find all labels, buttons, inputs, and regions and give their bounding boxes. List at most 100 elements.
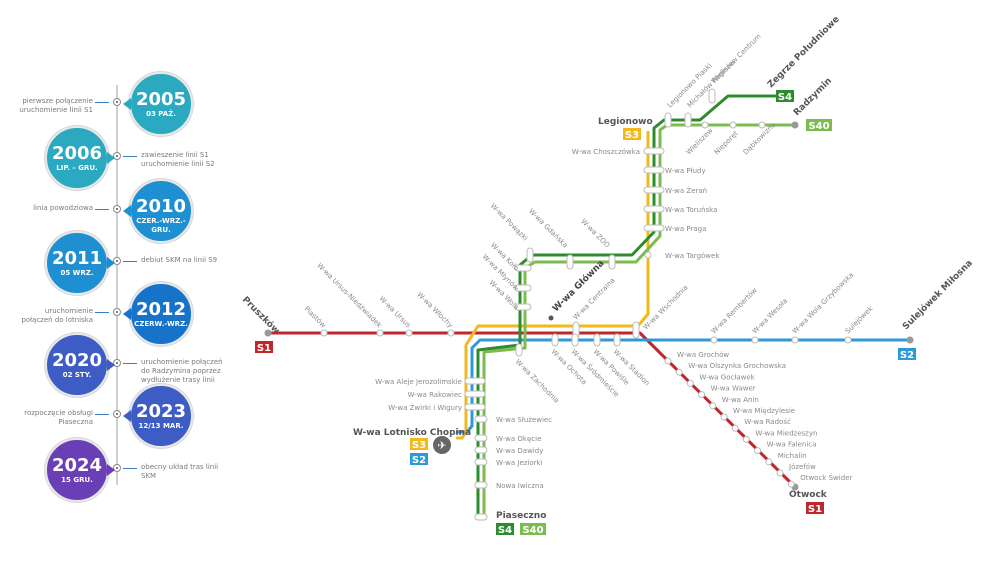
interchange-marker [514,264,532,272]
station-label: Nowa Iwiczna [496,482,544,490]
station-label: W-wa Choszczówka [572,148,640,156]
badge-s4-piaseczno [496,523,514,535]
station-marker [791,336,799,344]
interchange-marker [514,284,532,292]
date-label: 15 GRU. [61,476,93,484]
interchange-marker [474,446,488,454]
timeline-event-text: rozpoczęcie obsługi Piaseczna [24,409,93,426]
year-label: 2005 [135,89,187,110]
badge-s2-sulejowek-label: S2 [900,350,914,361]
station-marker [405,329,413,337]
station-marker [709,402,717,410]
interchange-marker [664,112,672,128]
terminus-legionowo: Legionowo [598,117,653,127]
station-label: W-wa Ursus [377,295,412,330]
timeline-node [113,205,121,213]
badge-s2-lotnisko-label: S2 [412,455,426,466]
station-label: W-wa Miedzeszyn [755,429,817,437]
station-label: Michalin [778,452,807,460]
interchange-marker [526,247,534,263]
station-label: W-wa Płudy [665,167,706,175]
station-marker [751,336,759,344]
interchange-marker [684,112,692,128]
station-label: W-wa Olszynka Grochowska [688,362,786,370]
timeline-event-text: zawieszenie linii S1 uruchomienie linii … [141,151,215,168]
badge-s4-zegrze-label: S4 [778,92,792,103]
timeline-connector [123,363,137,364]
badge-s1-otwock-label: S1 [808,504,822,515]
station-label: Sulejówek [844,304,875,335]
line-s3 [456,131,650,440]
station-marker [664,357,672,365]
station-marker [758,121,766,129]
date-label: 03 PAŹ. [146,110,176,118]
station-marker [675,368,683,376]
timeline-connector [95,414,109,415]
badge-s1-pruszkow [255,341,273,353]
terminus-pruszkow: Pruszków [240,294,282,336]
airplane-icon [433,436,451,454]
interchange-marker [708,88,716,104]
interchange-marker [551,333,559,347]
station-label: W-wa Falenica [767,441,817,449]
badge-s2-sulejowek [898,348,916,360]
line-s4 [476,94,785,519]
interchange-marker [464,403,486,411]
interchange-marker [643,205,665,213]
station-label: W-wa Anin [722,396,759,404]
badge-s3-legionowo [623,128,641,140]
station-label: W-wa Grochów [677,351,729,359]
bubble-pointer [107,152,115,164]
badge-s40-piaseczno-label: S40 [522,525,543,536]
interchange-marker [571,333,579,347]
bubble-pointer [123,205,131,217]
interchange-marker [515,343,523,357]
badge-s3-legionowo-label: S3 [625,130,639,141]
date-label: 02 STY. [62,371,92,379]
station-label: W-wa Targówek [665,252,720,260]
station-marker [765,458,773,466]
terminus-marker [791,121,799,129]
station-label: W-wa Ursus-Niedźwiadek [315,262,384,331]
interchange-marker [474,458,488,466]
bubble-pointer [123,410,131,422]
badge-s40-radzymin-label: S40 [808,121,829,132]
timeline-event-text: linia powodziowa [33,204,93,212]
station-label: Piastów [303,305,328,330]
timeline-node [113,410,121,418]
terminus-sulejowek-milosna: Sulejówek Miłosna [900,258,974,332]
timeline-connector [95,102,109,103]
bubble-pointer [123,98,131,110]
station-marker [844,336,852,344]
station-label: W-wa Praga [665,225,706,233]
timeline-axis [116,85,118,485]
date-label: 05 WRZ. [60,269,94,277]
station-marker [710,336,718,344]
terminus-marker [264,329,272,337]
date-label: CZERW.-WRZ. [134,320,188,328]
station-label: W-wa Żerań [665,186,707,195]
main-station-marker [548,315,554,321]
timeline-node [113,308,121,316]
interchange-marker [474,415,488,423]
station-marker [701,121,709,129]
badge-s40-radzymin [806,119,832,131]
station-label: W-wa Zachodnia [514,358,561,405]
station-label: W-wa Gdańska [527,207,569,249]
station-marker [320,329,328,337]
timeline-connector [95,209,109,210]
year-label: 2023 [135,401,187,422]
badge-s3-lotnisko-label: S3 [412,440,426,451]
date-label: CZER.-WRZ.-GRU. [136,217,186,234]
timeline-connector [123,261,137,262]
interchange-marker [464,390,486,398]
badge-s1-otwock [806,502,824,514]
station-label: W-wa Wola Grzybowska [791,271,855,335]
timeline-event-text: debiut SKM na linii S9 [141,256,218,264]
station-marker [787,480,795,488]
